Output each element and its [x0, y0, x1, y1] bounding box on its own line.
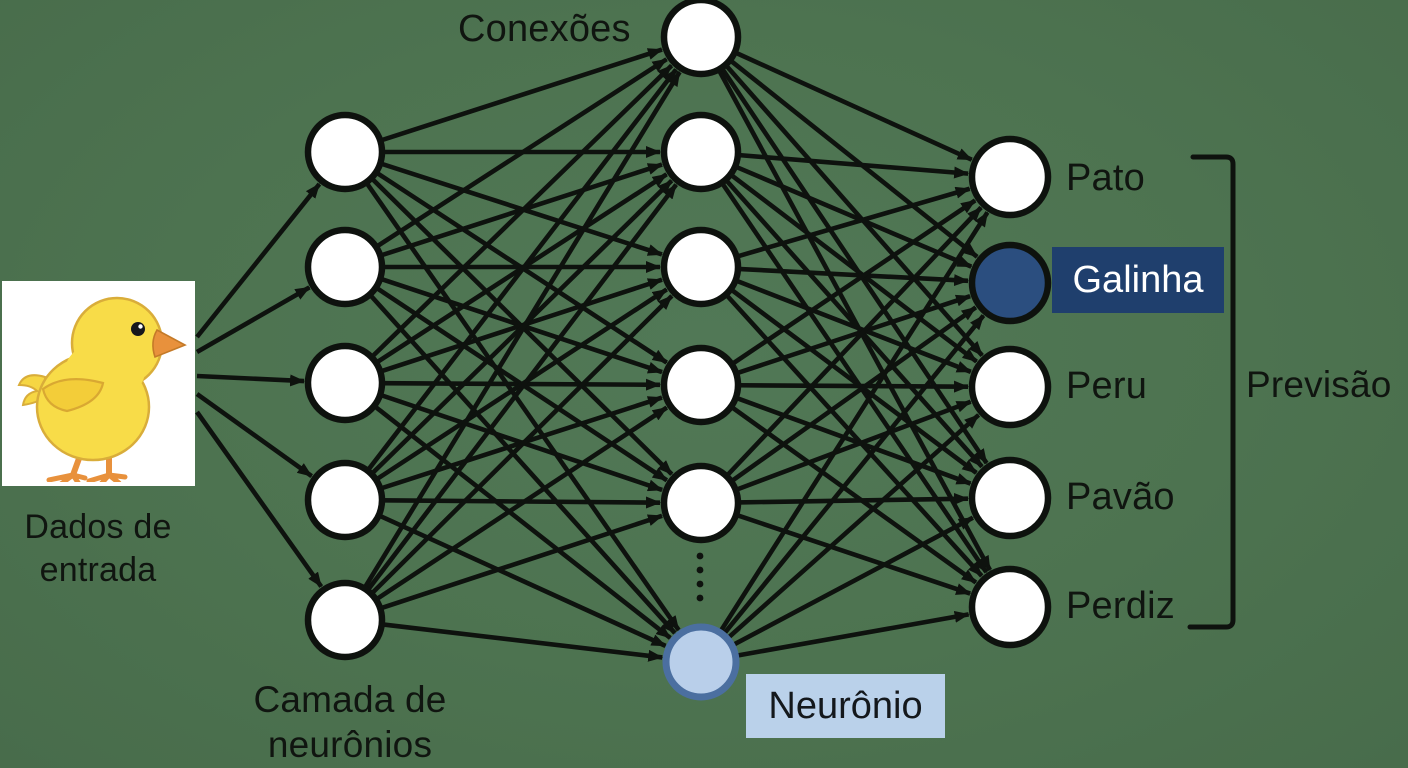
prediction-label: Previsão: [1246, 364, 1392, 405]
connection-edge: [734, 399, 972, 493]
connection-edge: [717, 211, 990, 634]
connection-edge: [195, 392, 314, 478]
hidden2-neuron-node: [660, 0, 742, 78]
connection-edge: [735, 610, 970, 659]
hidden2-neuron-node: [660, 226, 742, 308]
neuron-nodes: [304, 0, 1052, 701]
hidden1-neuron-node: [304, 226, 386, 308]
connection-edge: [737, 492, 970, 505]
output-node: [968, 135, 1052, 219]
connection-edge: [379, 513, 663, 611]
connection-edge: [195, 285, 311, 354]
output-label-perdiz: Perdiz: [1066, 585, 1175, 627]
connection-edge: [729, 305, 978, 484]
connection-edge: [372, 404, 672, 640]
connection-edge: [729, 172, 978, 364]
input-image-frame: [2, 281, 195, 486]
hidden1-neuron-node: [304, 579, 386, 661]
connection-edge: [716, 68, 993, 572]
hidden2-neuron-node: [660, 462, 742, 544]
connection-edge: [730, 198, 977, 367]
output-label-galinha-highlight: Galinha: [1052, 247, 1224, 313]
hidden1-neuron-node: [304, 111, 386, 193]
connection-edge: [195, 410, 324, 588]
connection-edge: [368, 292, 677, 635]
connection-edge: [734, 278, 972, 374]
connection-edge: [364, 181, 681, 632]
connection-edge: [724, 205, 983, 478]
hidden2-neuron-node: [660, 344, 742, 426]
connection-edge: [362, 70, 682, 590]
chick-image: [17, 296, 187, 482]
connection-edge: [377, 513, 667, 648]
connection-edge: [735, 512, 972, 596]
output-node: [968, 456, 1052, 540]
connection-edge: [365, 68, 678, 473]
connection-edge: [195, 182, 322, 339]
output-label-galinha: Galinha: [1072, 258, 1204, 301]
connections-label: Conexões: [458, 8, 631, 50]
connection-edge: [737, 152, 970, 179]
hidden2-neuron-node: [660, 111, 742, 193]
connection-edge: [721, 314, 986, 637]
output-node: [968, 345, 1052, 429]
connection-edge: [365, 183, 679, 592]
connection-edge: [381, 622, 664, 662]
hidden1-neuron-node: [304, 342, 386, 424]
connection-edge: [725, 413, 981, 641]
connection-edges: [195, 47, 993, 662]
connection-edge: [734, 164, 973, 269]
prediction-bracket: [1187, 154, 1236, 630]
connection-edge: [723, 178, 984, 469]
input-data-label: Dados de entrada: [24, 508, 172, 589]
connection-edge: [374, 57, 668, 249]
connection-edge: [374, 405, 669, 602]
output-label-pato: Pato: [1066, 157, 1145, 199]
connection-edge: [719, 66, 989, 465]
output-label-pavao: Pavão: [1066, 476, 1175, 518]
connection-edge: [735, 186, 971, 259]
connection-edge: [737, 266, 970, 287]
hidden1-neuron-node: [304, 459, 386, 541]
connection-edge: [196, 373, 306, 387]
connection-edge: [369, 63, 674, 359]
connection-edge: [735, 293, 972, 376]
ellipsis-dots-icon: [696, 552, 704, 602]
connection-edge: [728, 58, 979, 259]
connection-edge: [733, 50, 973, 162]
connection-edge: [729, 404, 978, 585]
connection-edge: [379, 47, 663, 143]
output-node-highlighted: [968, 241, 1052, 325]
connection-edge: [369, 294, 674, 596]
output-label-peru: Peru: [1066, 365, 1148, 407]
output-node: [968, 565, 1052, 649]
connection-edge: [737, 380, 970, 393]
connection-edge: [734, 395, 972, 486]
connection-edge: [729, 287, 978, 475]
highlighted-neuron-node: [662, 623, 740, 701]
neuron-layer-label: Camada de neurônios: [253, 679, 447, 766]
neuron-callout-label: Neurônio: [746, 674, 945, 738]
connection-edge: [730, 515, 974, 648]
